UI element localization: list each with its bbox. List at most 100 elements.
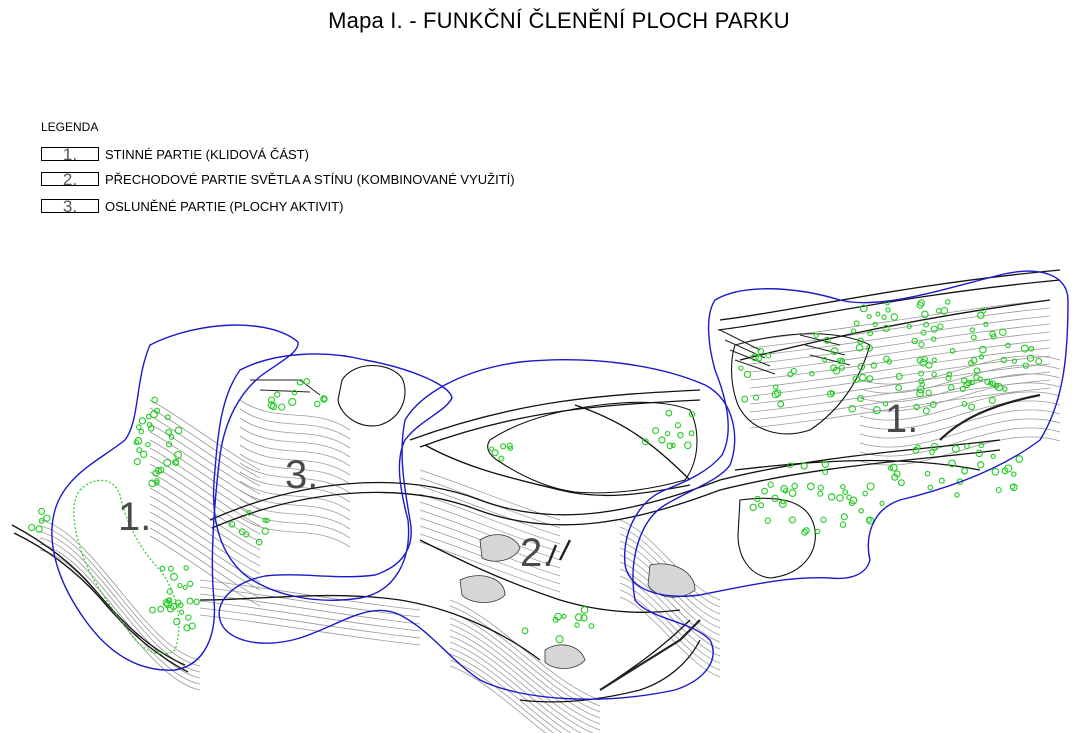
tree-marker bbox=[772, 384, 779, 390]
tree-marker bbox=[859, 373, 867, 382]
contour-line bbox=[419, 501, 561, 553]
legend-label: STINNÉ PARTIE (KLIDOVÁ ČÁST) bbox=[105, 146, 309, 162]
tree-marker bbox=[852, 375, 860, 383]
tree-marker bbox=[788, 516, 796, 524]
contour-line bbox=[149, 415, 261, 487]
tree-marker bbox=[951, 445, 960, 453]
tree-marker bbox=[969, 327, 975, 333]
tree-marker bbox=[255, 538, 263, 546]
tree-marker bbox=[895, 372, 903, 380]
contour-line bbox=[449, 605, 601, 707]
tree-marker bbox=[135, 424, 142, 430]
contour-line bbox=[619, 575, 721, 657]
tree-marker bbox=[166, 441, 173, 448]
tree-marker bbox=[921, 356, 928, 363]
hedge-outline bbox=[73, 479, 180, 655]
contour-line bbox=[39, 543, 201, 685]
tree-marker bbox=[138, 417, 147, 425]
tree-marker bbox=[787, 462, 793, 469]
tree-marker bbox=[688, 430, 695, 437]
tree-marker bbox=[846, 494, 852, 501]
tree-marker bbox=[150, 410, 158, 419]
contour-line bbox=[239, 507, 351, 539]
tree-marker bbox=[977, 376, 983, 382]
tree-marker bbox=[1009, 483, 1018, 492]
tree-marker bbox=[278, 403, 286, 411]
tree-marker bbox=[839, 521, 847, 528]
contour-line bbox=[859, 391, 1061, 421]
tree-marker bbox=[978, 345, 987, 354]
tree-marker bbox=[887, 465, 894, 471]
tree-marker bbox=[916, 389, 925, 398]
legend-code-box: 3. bbox=[41, 198, 99, 215]
contour-line bbox=[199, 600, 421, 632]
tree-marker bbox=[866, 375, 874, 383]
tree-marker bbox=[149, 606, 156, 614]
contour-line bbox=[39, 525, 201, 667]
tree-marker bbox=[806, 482, 815, 491]
legend-item-1: 1. STINNÉ PARTIE (KLIDOVÁ ČÁST) bbox=[41, 146, 309, 163]
tree-marker bbox=[177, 582, 183, 589]
contour-line bbox=[859, 382, 1061, 412]
tree-marker bbox=[820, 516, 827, 523]
contour-line bbox=[859, 427, 1061, 457]
contour-line bbox=[239, 516, 351, 548]
tree-marker bbox=[665, 409, 673, 417]
contour-line bbox=[859, 436, 1061, 466]
tree-marker bbox=[859, 304, 868, 313]
tree-marker bbox=[296, 378, 304, 386]
legend-label: PŘECHODOVÉ PARTIE SVĚTLA A STÍNU (KOMBIN… bbox=[105, 171, 515, 187]
tree-marker bbox=[1020, 344, 1029, 353]
tree-marker bbox=[165, 428, 172, 436]
contour-line bbox=[149, 479, 261, 551]
contour-line bbox=[449, 635, 594, 733]
tree-marker bbox=[801, 529, 808, 536]
contour-line bbox=[449, 629, 601, 731]
tree-marker bbox=[897, 479, 905, 487]
tree-marker bbox=[764, 517, 771, 524]
contour-line bbox=[859, 418, 1061, 448]
tree-marker bbox=[767, 481, 774, 488]
tree-marker bbox=[133, 458, 141, 466]
tree-marker bbox=[881, 314, 887, 320]
tree-marker bbox=[890, 313, 899, 321]
tree-marker bbox=[139, 450, 148, 458]
tree-marker bbox=[945, 375, 952, 382]
contour-line bbox=[419, 469, 561, 521]
tree-marker bbox=[674, 422, 682, 429]
tree-marker bbox=[288, 397, 297, 407]
contour-line bbox=[199, 593, 421, 625]
tree-marker bbox=[987, 380, 994, 386]
tree-marker bbox=[821, 460, 829, 468]
tree-marker bbox=[809, 370, 815, 377]
contour-line bbox=[619, 561, 721, 643]
contour-line bbox=[149, 503, 261, 575]
tree-marker bbox=[269, 402, 278, 411]
tree-marker bbox=[43, 514, 51, 522]
tree-marker bbox=[264, 517, 270, 524]
contour-line bbox=[749, 387, 1051, 429]
contour-line bbox=[419, 493, 561, 545]
contour-line bbox=[449, 599, 601, 701]
contour-line bbox=[749, 331, 1051, 373]
contour-line bbox=[749, 323, 1051, 365]
tree-marker bbox=[895, 384, 902, 391]
tree-marker bbox=[167, 565, 174, 572]
tree-marker bbox=[988, 396, 996, 404]
tree-marker bbox=[1011, 358, 1018, 364]
tree-marker bbox=[238, 528, 246, 536]
tree-marker bbox=[154, 467, 162, 475]
tree-marker bbox=[925, 389, 932, 396]
tree-marker bbox=[978, 442, 985, 449]
tree-marker bbox=[754, 495, 761, 503]
tree-marker bbox=[491, 449, 499, 457]
tree-marker bbox=[840, 513, 848, 521]
tree-marker bbox=[830, 347, 839, 356]
tree-marker bbox=[925, 361, 933, 369]
tree-marker bbox=[38, 517, 45, 524]
tree-marker bbox=[506, 442, 513, 449]
tree-marker bbox=[164, 414, 171, 421]
tree-marker bbox=[555, 635, 564, 644]
tree-marker bbox=[848, 500, 855, 507]
tree-marker bbox=[157, 605, 165, 613]
